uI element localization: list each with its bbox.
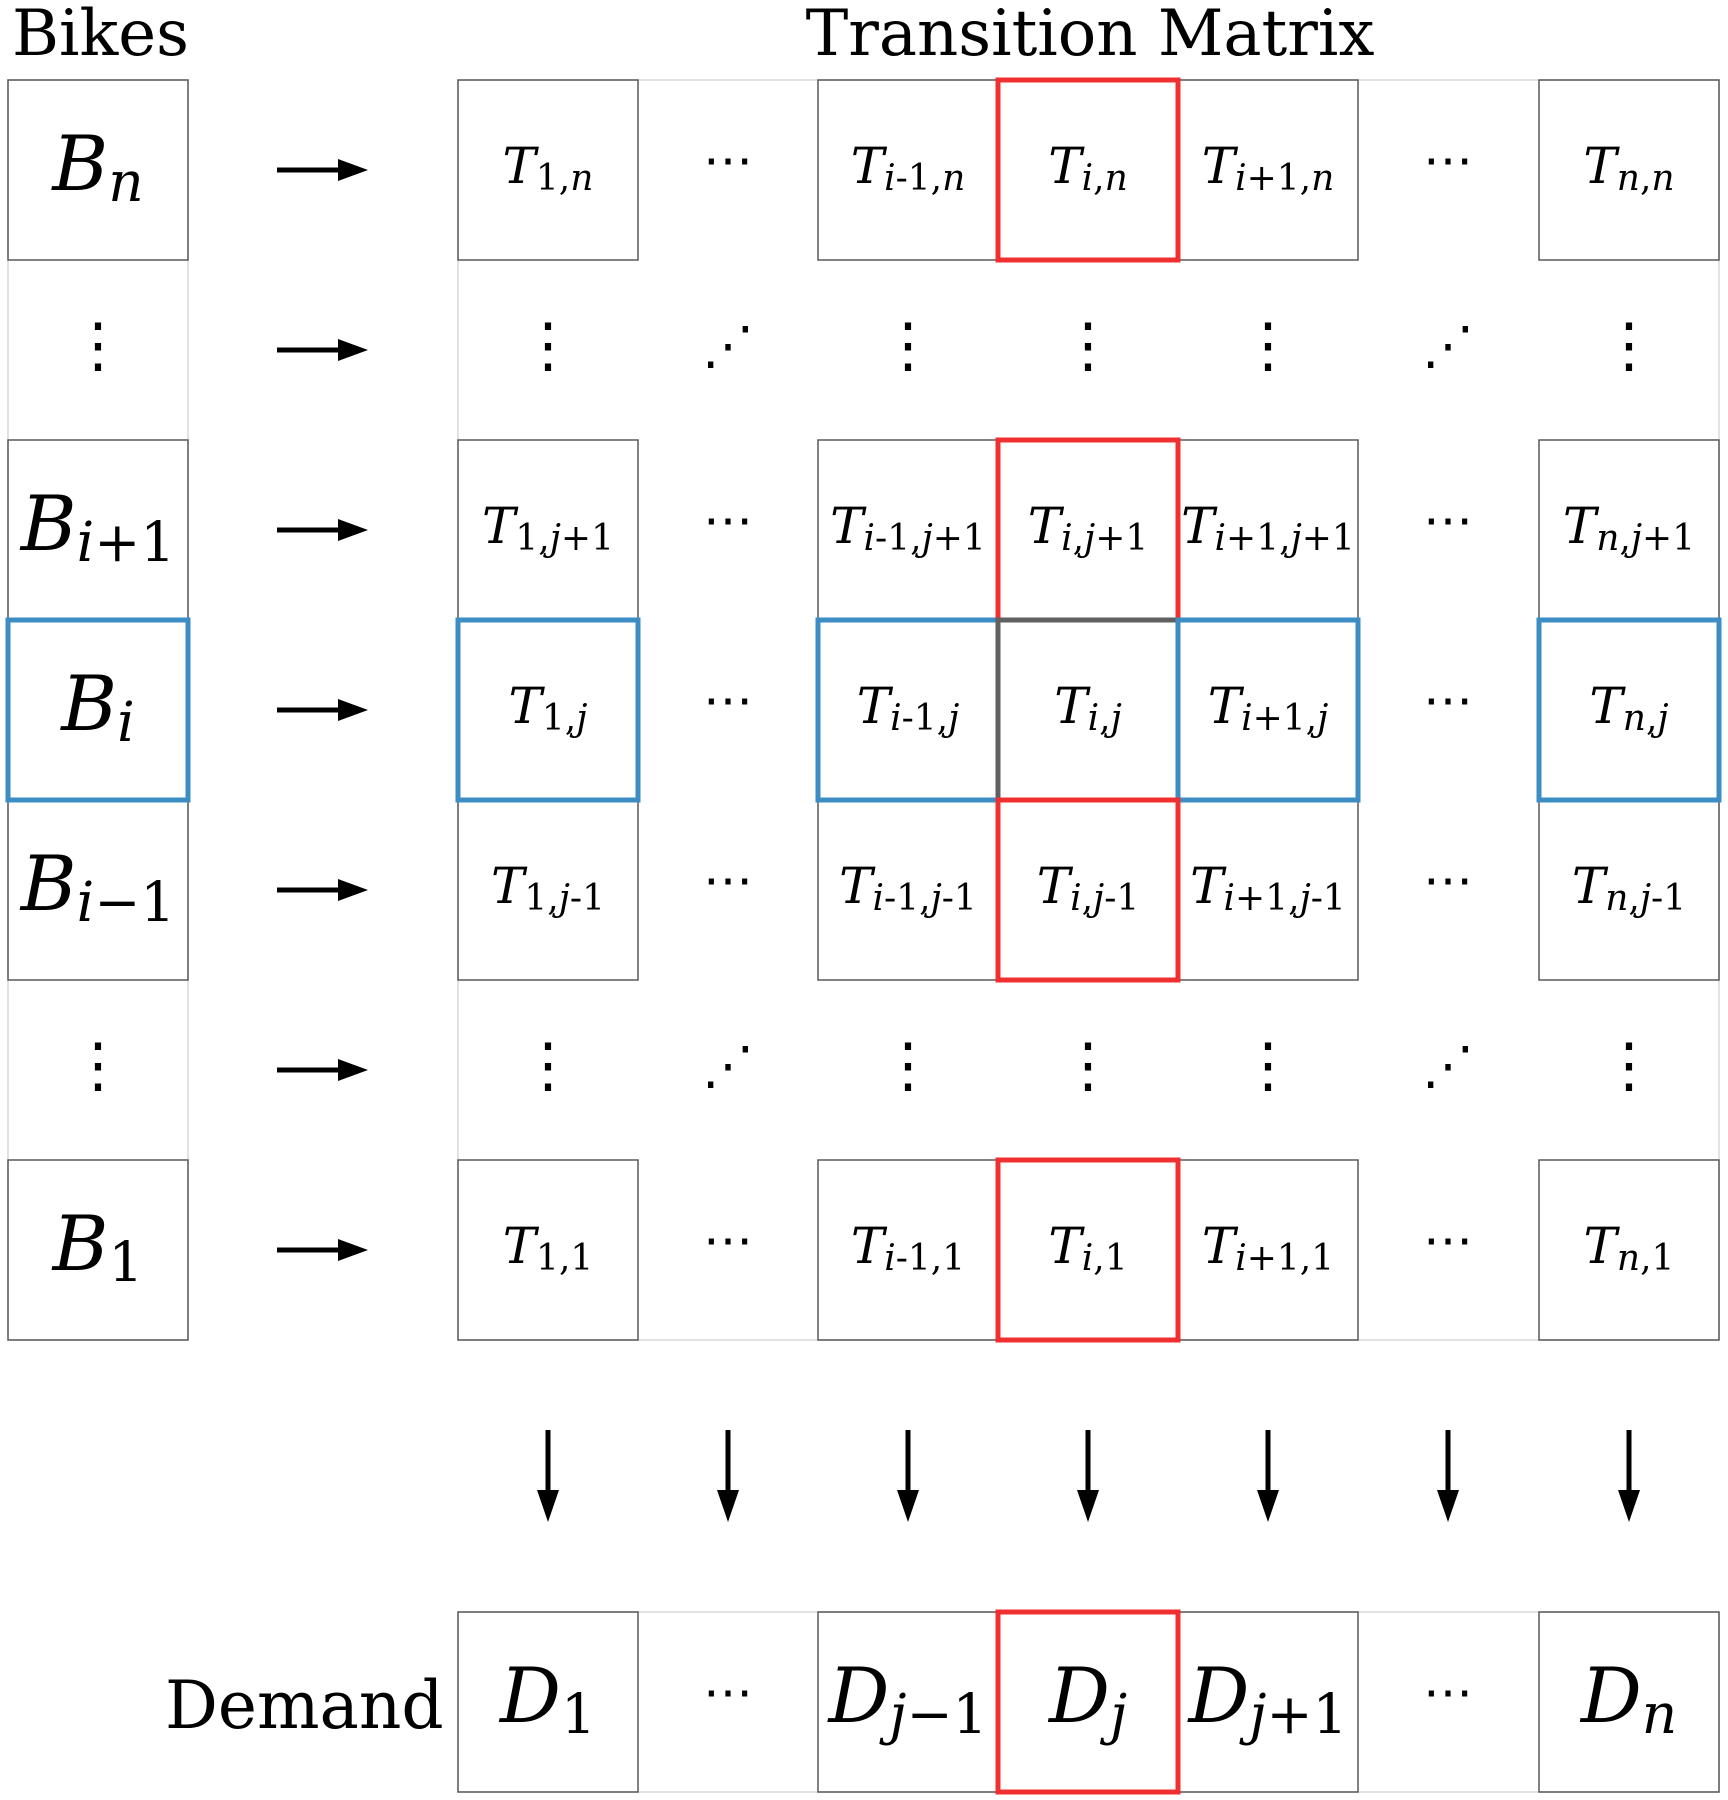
matrix-cell-label: Ti+1,1 <box>1202 1217 1334 1279</box>
bike-cell-highlight <box>5 617 191 803</box>
matrix-hdots: ⋯ <box>703 851 753 909</box>
bike-label: B1 <box>51 1199 144 1294</box>
matrix-column-highlight <box>995 1157 1181 1343</box>
matrix-cell-label: Tn,j <box>1589 677 1668 739</box>
bike-label: Bi <box>59 659 134 754</box>
matrix-vdots: ⋮ <box>1238 311 1298 381</box>
matrix-cell-label: Ti,j+1 <box>1028 497 1149 559</box>
bike-arrow <box>277 339 368 361</box>
matrix-cell-label: Tn,j-1 <box>1572 857 1686 919</box>
matrix-hdots: ⋯ <box>1423 671 1473 729</box>
demand-arrow <box>537 1430 559 1522</box>
bikes-title: Bikes <box>12 0 189 71</box>
matrix-cell-label: Tn,1 <box>1584 1217 1675 1279</box>
matrix-hdots: ⋯ <box>703 671 753 729</box>
matrix-ddots: ⋰ <box>702 317 754 377</box>
matrix-column-highlight <box>995 797 1181 983</box>
matrix-vdots: ⋮ <box>1599 311 1659 381</box>
matrix-title: Transition Matrix <box>806 0 1375 71</box>
matrix-cell-label: T1,n <box>503 137 594 199</box>
matrix-vdots: ⋮ <box>1058 311 1118 381</box>
matrix-cell-label: Ti-1,j+1 <box>830 497 986 559</box>
demand-label: D1 <box>498 1651 596 1746</box>
matrix-cell-label: Ti,1 <box>1048 1217 1127 1279</box>
bike-cell <box>7 1159 189 1341</box>
matrix-cell <box>457 1159 639 1341</box>
matrix-vdots: ⋮ <box>878 311 938 381</box>
matrix-cell-label: Ti+1,j <box>1208 677 1329 739</box>
bike-label: Bn <box>50 119 143 214</box>
matrix-cell-label: Ti+1,j+1 <box>1181 497 1355 559</box>
matrix-cell-label: Ti+1,n <box>1202 137 1335 199</box>
matrix-ddots: ⋰ <box>1422 317 1474 377</box>
matrix-cell-label: T1,j+1 <box>482 497 614 559</box>
bike-vdots: ⋮ <box>68 311 128 381</box>
bike-cell <box>7 79 189 261</box>
matrix-hdots: ⋯ <box>703 491 753 549</box>
matrix-cell-label: Tn,n <box>1583 137 1674 199</box>
bike-arrow <box>277 1059 368 1081</box>
matrix-row-highlight <box>1175 617 1361 803</box>
matrix-cell-label: Ti-1,j <box>857 677 960 739</box>
matrix-hdots: ⋯ <box>1423 851 1473 909</box>
matrix-column-highlight <box>995 77 1181 263</box>
demand-cell-highlight <box>995 1609 1181 1795</box>
bike-arrow <box>277 879 368 901</box>
demand-arrow <box>1257 1430 1279 1522</box>
matrix-cell-label: Ti-1,j-1 <box>839 857 977 919</box>
matrix-cell <box>457 79 639 261</box>
demand-arrow <box>1077 1430 1099 1522</box>
matrix-row-highlight <box>1536 617 1722 803</box>
demand-hdots: ⋯ <box>1423 1663 1473 1721</box>
matrix-cell-label: T1,j <box>509 677 588 739</box>
bike-vdots: ⋮ <box>68 1031 128 1101</box>
matrix-cell <box>1538 79 1720 261</box>
demand-arrow <box>1618 1430 1640 1522</box>
matrix-vdots: ⋮ <box>878 1031 938 1101</box>
matrix-cell-label: Ti,j <box>1054 677 1122 739</box>
bike-label: Bi−1 <box>19 839 176 934</box>
matrix-hdots: ⋯ <box>703 1211 753 1269</box>
demand-label: Dj−1 <box>826 1651 987 1746</box>
demand-cell <box>457 1611 639 1793</box>
matrix-row-highlight <box>455 617 641 803</box>
matrix-hdots: ⋯ <box>1423 1211 1473 1269</box>
bike-label: Bi+1 <box>19 479 176 574</box>
matrix-ddots: ⋰ <box>1422 1037 1474 1097</box>
matrix-hdots: ⋯ <box>1423 491 1473 549</box>
matrix-hdots: ⋯ <box>703 131 753 189</box>
matrix-vdots: ⋮ <box>1238 1031 1298 1101</box>
matrix-cell <box>1538 1159 1720 1341</box>
demand-arrow <box>717 1430 739 1522</box>
matrix-ddots: ⋰ <box>702 1037 754 1097</box>
matrix-cell-label: Ti,j-1 <box>1037 857 1140 919</box>
bike-arrow <box>277 159 368 181</box>
matrix-cell-label: Ti,n <box>1048 137 1128 199</box>
bike-arrow <box>277 1239 368 1261</box>
demand-cell <box>1538 1611 1720 1793</box>
matrix-cell-label: Tn,j+1 <box>1563 497 1695 559</box>
demand-label: Dn <box>1579 1651 1677 1746</box>
matrix-cell-label: Ti+1,j-1 <box>1190 857 1346 919</box>
matrix-cell-label: T1,j-1 <box>491 857 605 919</box>
demand-hdots: ⋯ <box>703 1663 753 1721</box>
demand-arrow <box>1437 1430 1459 1522</box>
matrix-vdots: ⋮ <box>1599 1031 1659 1101</box>
matrix-cell-label: T1,1 <box>503 1217 594 1279</box>
bike-arrow <box>277 519 368 541</box>
matrix-vdots: ⋮ <box>518 1031 578 1101</box>
demand-label: Dj+1 <box>1186 1651 1347 1746</box>
matrix-hdots: ⋯ <box>1423 131 1473 189</box>
demand-title: Demand <box>165 1667 444 1744</box>
matrix-cell-label: Ti-1,n <box>851 137 966 199</box>
matrix-vdots: ⋮ <box>1058 1031 1118 1101</box>
matrix-vdots: ⋮ <box>518 311 578 381</box>
demand-arrow <box>897 1430 919 1522</box>
bike-arrow <box>277 699 368 721</box>
matrix-cell-label: Ti-1,1 <box>851 1217 965 1279</box>
demand-label: Dj <box>1047 1651 1127 1746</box>
